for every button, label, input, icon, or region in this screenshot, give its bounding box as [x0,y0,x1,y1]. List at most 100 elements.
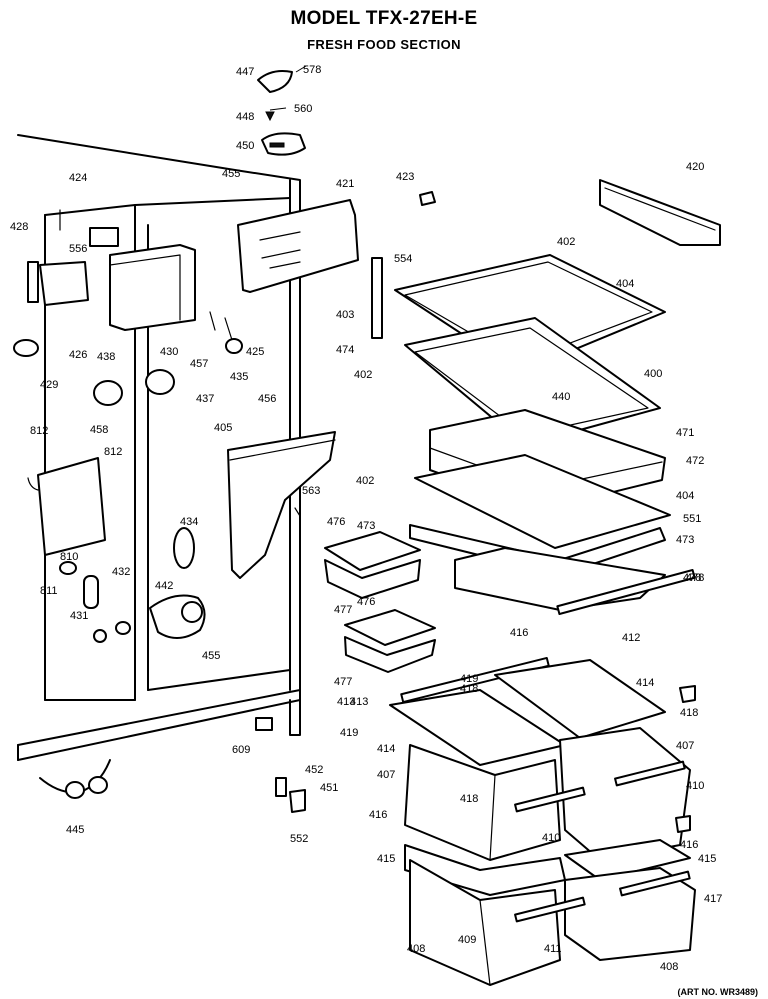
callout-416: 416 [369,809,387,821]
callout-428: 428 [10,221,28,233]
callout-405: 405 [214,422,232,434]
part-429-light [13,339,39,357]
callout-456: 456 [258,393,276,405]
part-478-drawer [454,547,666,611]
callout-402: 402 [356,475,374,487]
part-400-shelf [404,317,661,446]
callout-438: 438 [97,351,115,363]
callout-421: 421 [336,178,354,190]
part-447-cap [257,70,293,93]
callout-452: 452 [305,764,323,776]
callout-551: 551 [683,513,701,525]
part-478-slide [556,569,696,615]
callout-409: 409 [458,934,476,946]
callout-448: 448 [236,111,254,123]
part-438-socket [93,380,123,406]
callout-402: 402 [557,236,575,248]
part-405-duct [227,431,336,579]
callout-414: 414 [636,677,654,689]
callout-609: 609 [232,744,250,756]
callout-417: 417 [704,893,722,905]
callout-556: 556 [69,243,87,255]
callout-440: 440 [552,391,570,403]
callout-425: 425 [246,346,264,358]
part-408-pan-right [564,867,696,961]
callout-418: 418 [680,707,698,719]
callout-478: 478 [683,572,701,584]
part-420-dairy-door [599,179,721,246]
callout-455: 455 [202,650,220,662]
callout-476: 476 [357,596,375,608]
callout-476: 476 [327,516,345,528]
callout-458: 458 [90,424,108,436]
part-472-shelf [414,454,671,549]
part-426-housing [39,261,89,306]
callout-410: 410 [542,832,560,844]
callout-402: 402 [354,369,372,381]
callout-414: 414 [377,743,395,755]
callout-552: 552 [290,833,308,845]
crisper-area [389,656,696,986]
callout-450: 450 [236,140,254,152]
callout-415: 415 [377,853,395,865]
callout-424: 424 [69,172,87,184]
callout-442: 442 [155,580,173,592]
bottom-misc [39,717,306,813]
callout-478: 478 [686,572,704,584]
model-title: MODEL TFX-27EH-E [290,8,478,29]
callout-420: 420 [686,161,704,173]
callout-451: 451 [320,782,338,794]
callout-457: 457 [190,358,208,370]
callout-407: 407 [377,769,395,781]
callout-578: 578 [303,64,321,76]
callout-429: 429 [40,379,58,391]
callout-408: 408 [407,943,425,955]
callout-812: 812 [30,425,48,437]
callout-477: 477 [334,604,352,616]
callout-418: 418 [460,683,478,695]
callout-413: 413 [350,696,368,708]
callout-423: 423 [396,171,414,183]
callout-434: 434 [180,516,198,528]
callout-400: 400 [644,368,662,380]
left-panels [27,431,336,643]
callout-411: 411 [544,943,562,955]
callout-403: 403 [336,309,354,321]
callout-563: 563 [302,485,320,497]
part-414-cover-right [494,659,666,739]
callout-416: 416 [680,839,698,851]
callout-430: 430 [160,346,178,358]
callout-412: 412 [622,632,640,644]
callout-404: 404 [616,278,634,290]
callout-410: 410 [686,780,704,792]
control-box [13,227,243,406]
part-476-pan-top [324,531,421,571]
callout-473: 473 [357,520,375,532]
callout-426: 426 [69,349,87,361]
callout-811: 811 [40,585,58,597]
part-416-rod [400,656,550,704]
callout-431: 431 [70,610,88,622]
callout-812: 812 [104,446,122,458]
callout-471: 471 [676,427,694,439]
part-437-socket [145,369,175,395]
callout-418: 418 [460,793,478,805]
part-432-heater [83,575,99,609]
art-number: (ART NO. WR3489) [677,987,758,997]
part-810-panel [37,457,106,556]
callout-416: 416 [510,627,528,639]
callout-407: 407 [676,740,694,752]
top-controls [237,65,721,293]
callout-419: 419 [340,727,358,739]
part-434-damper [173,527,195,569]
shelves [371,254,696,615]
callout-473: 473 [676,534,694,546]
part-476-pan-mid [344,609,436,646]
part-424-switch [89,227,119,247]
callout-445: 445 [66,824,84,836]
small-pans [324,531,436,673]
callout-404: 404 [676,490,694,502]
callout-432: 432 [112,566,130,578]
